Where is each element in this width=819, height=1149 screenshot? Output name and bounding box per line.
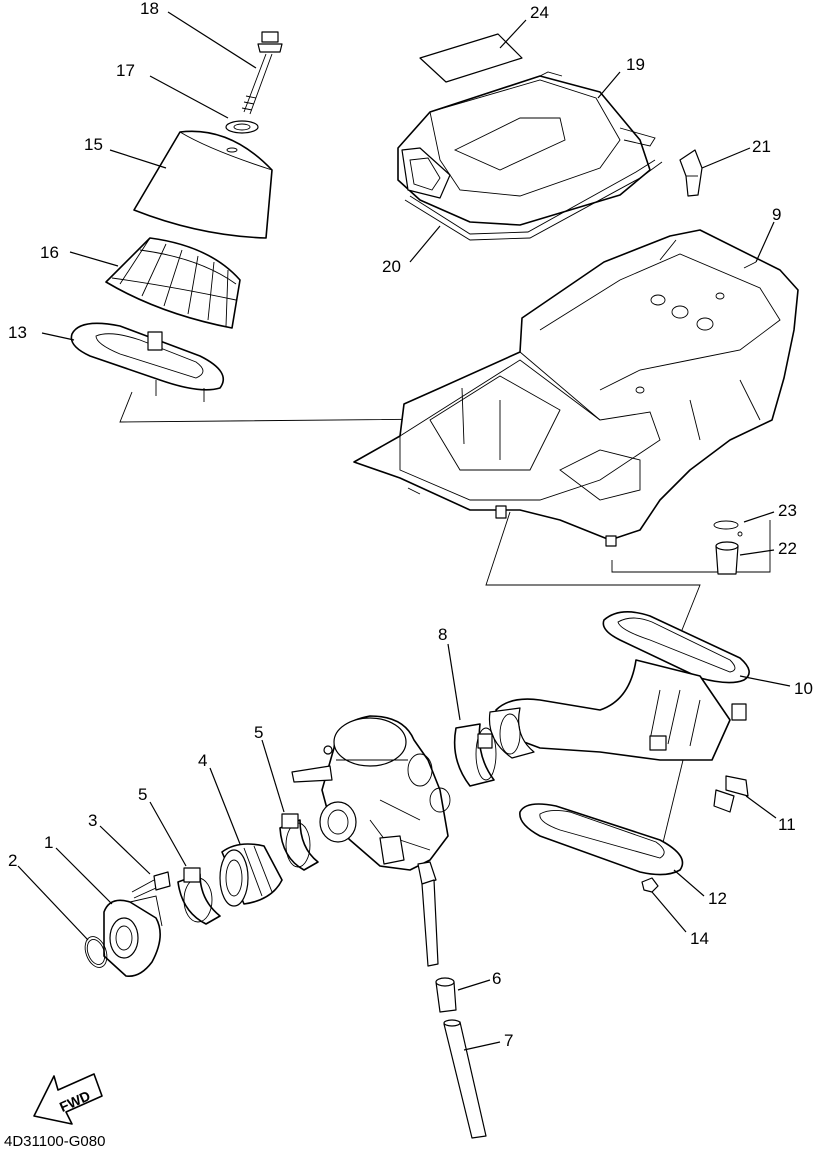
- part-19-cover: [397, 71, 656, 226]
- part-4-boot: [219, 843, 283, 907]
- callout-1: 1: [44, 833, 53, 852]
- callout-labels: 18 17 15 16 13 24 19 20 21 9 23 22 10 11…: [8, 0, 813, 1050]
- callout-18: 18: [140, 0, 159, 18]
- callout-14: 14: [690, 929, 709, 948]
- part-5-clamp-right: [279, 813, 319, 871]
- part-17-washer: [225, 120, 259, 134]
- fwd-arrow: FWD: [33, 1073, 103, 1125]
- part-3-bolt: [131, 871, 171, 899]
- callout-23: 23: [778, 501, 797, 520]
- part-7-hose: [443, 1019, 487, 1139]
- part-8-clamp: [453, 723, 497, 787]
- part-11-fitting: [713, 775, 749, 813]
- callout-8: 8: [438, 625, 447, 644]
- diagram-code: 4D31100-G080: [4, 1133, 105, 1149]
- callout-3: 3: [88, 811, 97, 830]
- part-14-nut: [641, 877, 659, 893]
- carburetor: [291, 715, 451, 967]
- leader-lines: [17, 11, 791, 1051]
- part-18-wing-bolt: [241, 31, 283, 115]
- callout-20: 20: [382, 257, 401, 276]
- callout-5a: 5: [138, 785, 147, 804]
- part-1-flange: [103, 895, 163, 978]
- callout-17: 17: [116, 61, 135, 80]
- part-16-filter-frame: [105, 237, 241, 329]
- part-23-ring: [713, 520, 743, 537]
- callout-15: 15: [84, 135, 103, 154]
- part-13-base-plate: [70, 322, 225, 402]
- part-2-o-ring: [84, 936, 108, 968]
- callout-5b: 5: [254, 723, 263, 742]
- callout-24: 24: [530, 3, 549, 22]
- part-12-gasket: [519, 803, 684, 876]
- part-21-clip: [679, 149, 703, 197]
- callout-4: 4: [198, 751, 207, 770]
- part-24-decal: [419, 33, 523, 83]
- callout-10: 10: [794, 679, 813, 698]
- callout-7: 7: [504, 1031, 513, 1050]
- part-9-air-box: [353, 229, 799, 547]
- callout-6: 6: [492, 969, 501, 988]
- callout-2: 2: [8, 851, 17, 870]
- part-22-drain-cap: [715, 541, 739, 575]
- callout-9: 9: [772, 205, 781, 224]
- part-20-gasket: [404, 159, 663, 241]
- part-15-filter-element: [133, 130, 273, 239]
- part-5-clamp-left: [177, 867, 221, 925]
- callout-22: 22: [778, 539, 797, 558]
- callout-12: 12: [708, 889, 727, 908]
- part-6-joint: [435, 977, 457, 1013]
- callout-19: 19: [626, 55, 645, 74]
- part-10-intake-joint: [488, 611, 750, 761]
- callout-16: 16: [40, 243, 59, 262]
- callout-11: 11: [778, 815, 796, 834]
- callout-13: 13: [8, 323, 27, 342]
- callout-21: 21: [752, 137, 771, 156]
